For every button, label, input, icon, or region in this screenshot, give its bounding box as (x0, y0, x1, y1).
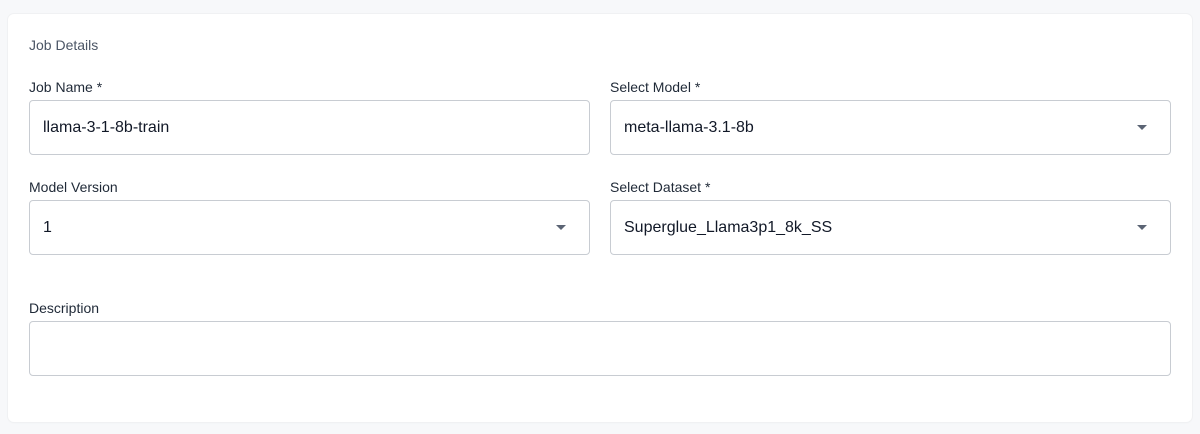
model-version-label: Model Version (29, 179, 118, 195)
select-model-dropdown[interactable]: meta-llama-3.1-8b (610, 100, 1171, 155)
select-dataset-label: Select Dataset * (610, 179, 711, 195)
job-name-value: llama-3-1-8b-train (43, 118, 170, 136)
job-name-label: Job Name * (29, 79, 103, 95)
model-version-dropdown[interactable]: 1 (29, 200, 590, 255)
description-textarea[interactable] (29, 321, 1171, 376)
select-dataset-dropdown[interactable]: Superglue_Llama3p1_8k_SS (610, 200, 1171, 255)
select-model-value: meta-llama-3.1-8b (624, 118, 754, 136)
select-model-label: Select Model * (610, 79, 701, 95)
job-name-input[interactable]: llama-3-1-8b-train (29, 100, 590, 155)
caret-down-icon (1137, 225, 1147, 230)
select-dataset-value: Superglue_Llama3p1_8k_SS (624, 218, 833, 236)
model-version-value: 1 (43, 218, 52, 236)
description-label: Description (29, 300, 100, 316)
section-title: Job Details (29, 37, 99, 53)
caret-down-icon (1137, 125, 1147, 130)
job-details-card: Job Details Job Name * llama-3-1-8b-trai… (8, 14, 1192, 422)
caret-down-icon (556, 225, 566, 230)
